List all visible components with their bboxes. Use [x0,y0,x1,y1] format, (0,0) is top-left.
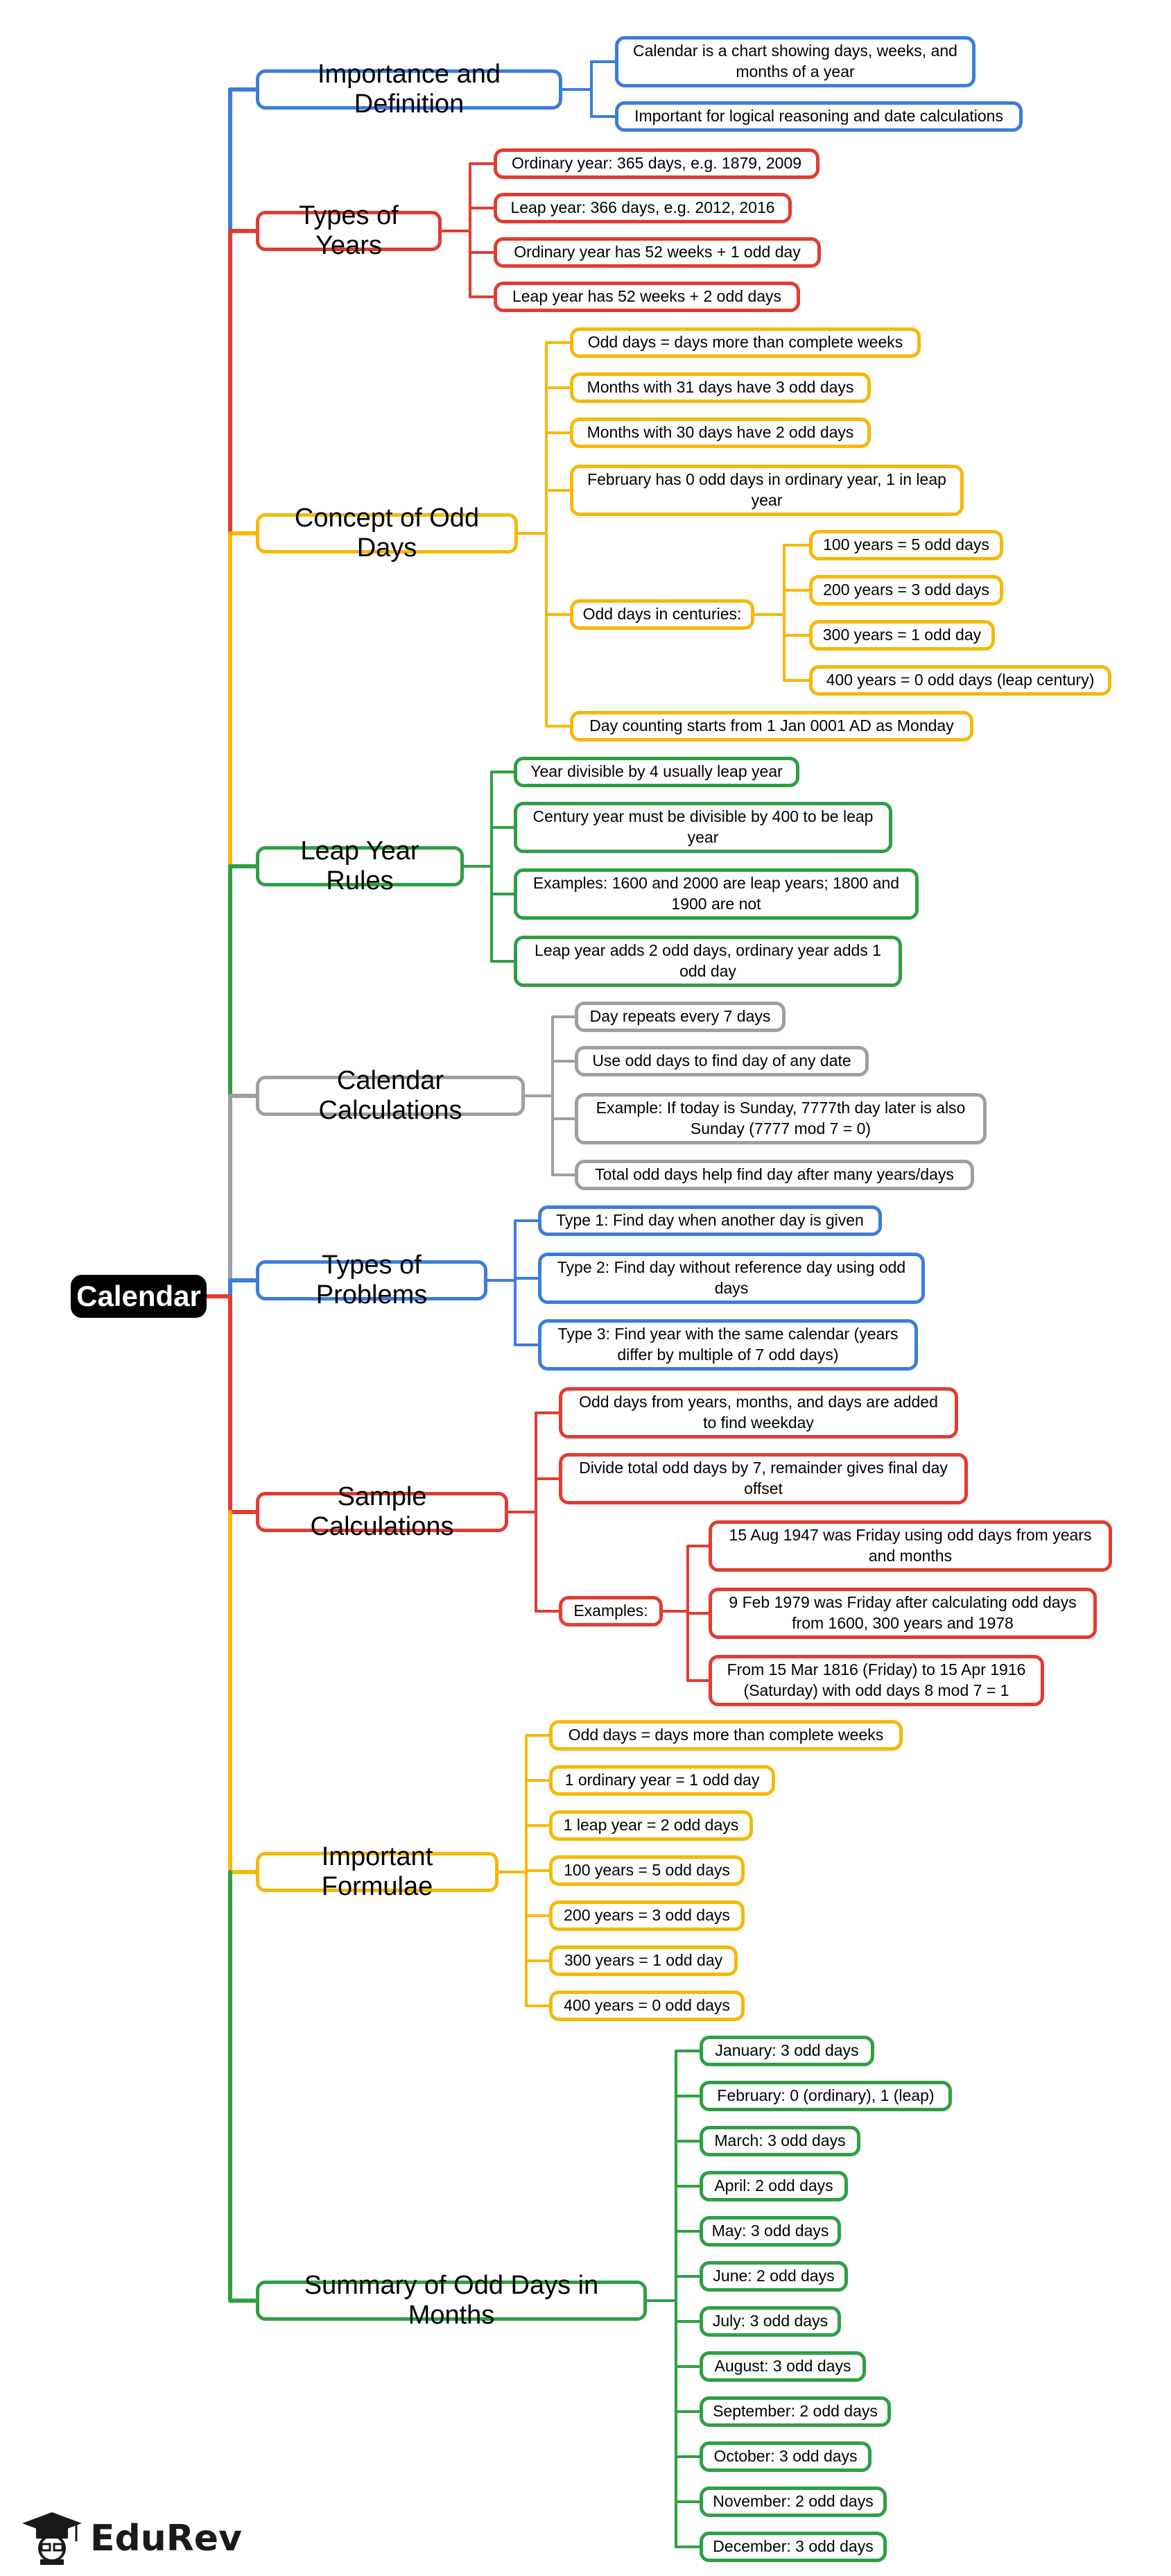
leaf-b9c2: February: 0 (ordinary), 1 (leap) [700,2081,952,2111]
leaf-b9c9: September: 2 odd days [700,2396,891,2427]
leaf-b4c1: Year divisible by 4 usually leap year [514,757,799,787]
leaf-b9c10: October: 3 odd days [700,2441,871,2472]
branch-b2: Types of Years [256,201,442,260]
leaf-b9c12: December: 3 odd days [700,2532,887,2562]
leaf-b4c3: Examples: 1600 and 2000 are leap years; … [514,868,919,920]
leaf-b7c3b: 9 Feb 1979 was Friday after calculating … [709,1588,1097,1639]
leaf-b2c3: Ordinary year has 52 weeks + 1 odd day [494,237,821,268]
leaf-b3c5a: 100 years = 5 odd days [809,530,1003,560]
leaf-b6c3: Type 3: Find year with the same calendar… [538,1319,918,1371]
leaf-b3c4: February has 0 odd days in ordinary year… [570,465,964,516]
leaf-b9c3: March: 3 odd days [700,2126,860,2156]
leaf-b3c5d: 400 years = 0 odd days (leap century) [809,665,1111,696]
leaf-b2c4: Leap year has 52 weeks + 2 odd days [494,282,800,312]
leaf-b6c1: Type 1: Find day when another day is giv… [538,1205,882,1236]
leaf-b4c4: Leap year adds 2 odd days, ordinary year… [514,936,902,987]
leaf-b2c2: Leap year: 366 days, e.g. 2012, 2016 [494,193,792,223]
leaf-b9c4: April: 2 odd days [700,2171,848,2201]
branch-b7: Sample Calculations [256,1482,508,1541]
leaf-b7c1: Odd days from years, months, and days ar… [559,1387,958,1439]
leaf-b6c2: Type 2: Find day without reference day u… [538,1253,925,1304]
leaf-b8c2: 1 ordinary year = 1 odd day [549,1765,775,1796]
leaf-b9c5: May: 3 odd days [700,2216,841,2247]
leaf-b8c4: 100 years = 5 odd days [549,1855,745,1886]
branch-b9: Summary of Odd Days in Months [256,2271,647,2330]
leaf-b9c6: June: 2 odd days [700,2261,848,2292]
leaf-b3c6: Day counting starts from 1 Jan 0001 AD a… [570,711,973,741]
leaf-b3c5: Odd days in centuries: [570,599,754,630]
leaf-b5c4: Total odd days help find day after many … [575,1160,974,1190]
branch-b6: Types of Problems [256,1251,487,1310]
branch-b5: Calendar Calculations [256,1066,525,1125]
edurev-logo: EduRev [21,2509,242,2568]
logo-text: EduRev [90,2518,242,2559]
leaf-b5c2: Use odd days to find day of any date [575,1046,869,1076]
leaf-b3c5c: 300 years = 1 odd day [809,620,995,651]
leaf-b7c3a: 15 Aug 1947 was Friday using odd days fr… [709,1520,1112,1572]
leaf-b9c1: January: 3 odd days [700,2036,874,2066]
leaf-b2c1: Ordinary year: 365 days, e.g. 1879, 2009 [494,148,819,179]
leaf-b9c8: August: 3 odd days [700,2351,866,2382]
leaf-b1c2: Important for logical reasoning and date… [615,101,1023,132]
leaf-b7c3c: From 15 Mar 1816 (Friday) to 15 Apr 1916… [709,1655,1044,1706]
leaf-b3c3: Months with 30 days have 2 odd days [570,418,871,448]
leaf-b5c3: Example: If today is Sunday, 7777th day … [575,1093,987,1144]
leaf-b3c2: Months with 31 days have 3 odd days [570,372,871,403]
leaf-b4c2: Century year must be divisible by 400 to… [514,802,892,853]
leaf-b7c3: Examples: [559,1596,663,1626]
leaf-b1c1: Calendar is a chart showing days, weeks,… [615,36,975,87]
leaf-b8c3: 1 leap year = 2 odd days [549,1810,753,1841]
leaf-b9c11: November: 2 odd days [700,2487,887,2517]
branch-b3: Concept of Odd Days [256,504,518,563]
leaf-b5c1: Day repeats every 7 days [575,1002,786,1032]
leaf-b3c5b: 200 years = 3 odd days [809,575,1003,606]
leaf-b8c7: 400 years = 0 odd days [549,1991,745,2021]
leaf-b8c5: 200 years = 3 odd days [549,1900,745,1931]
leaf-b8c1: Odd days = days more than complete weeks [549,1720,903,1751]
branch-b4: Leap Year Rules [256,836,464,895]
leaf-b8c6: 300 years = 1 odd day [549,1946,738,1976]
branch-b1: Importance and Definition [256,60,562,119]
leaf-b3c1: Odd days = days more than complete weeks [570,327,921,358]
graduate-icon [21,2508,83,2570]
leaf-b7c2: Divide total odd days by 7, remainder gi… [559,1453,968,1504]
root-node-calendar: Calendar [71,1275,207,1318]
leaf-b9c7: July: 3 odd days [700,2306,841,2337]
branch-b8: Important Formulae [256,1842,498,1901]
